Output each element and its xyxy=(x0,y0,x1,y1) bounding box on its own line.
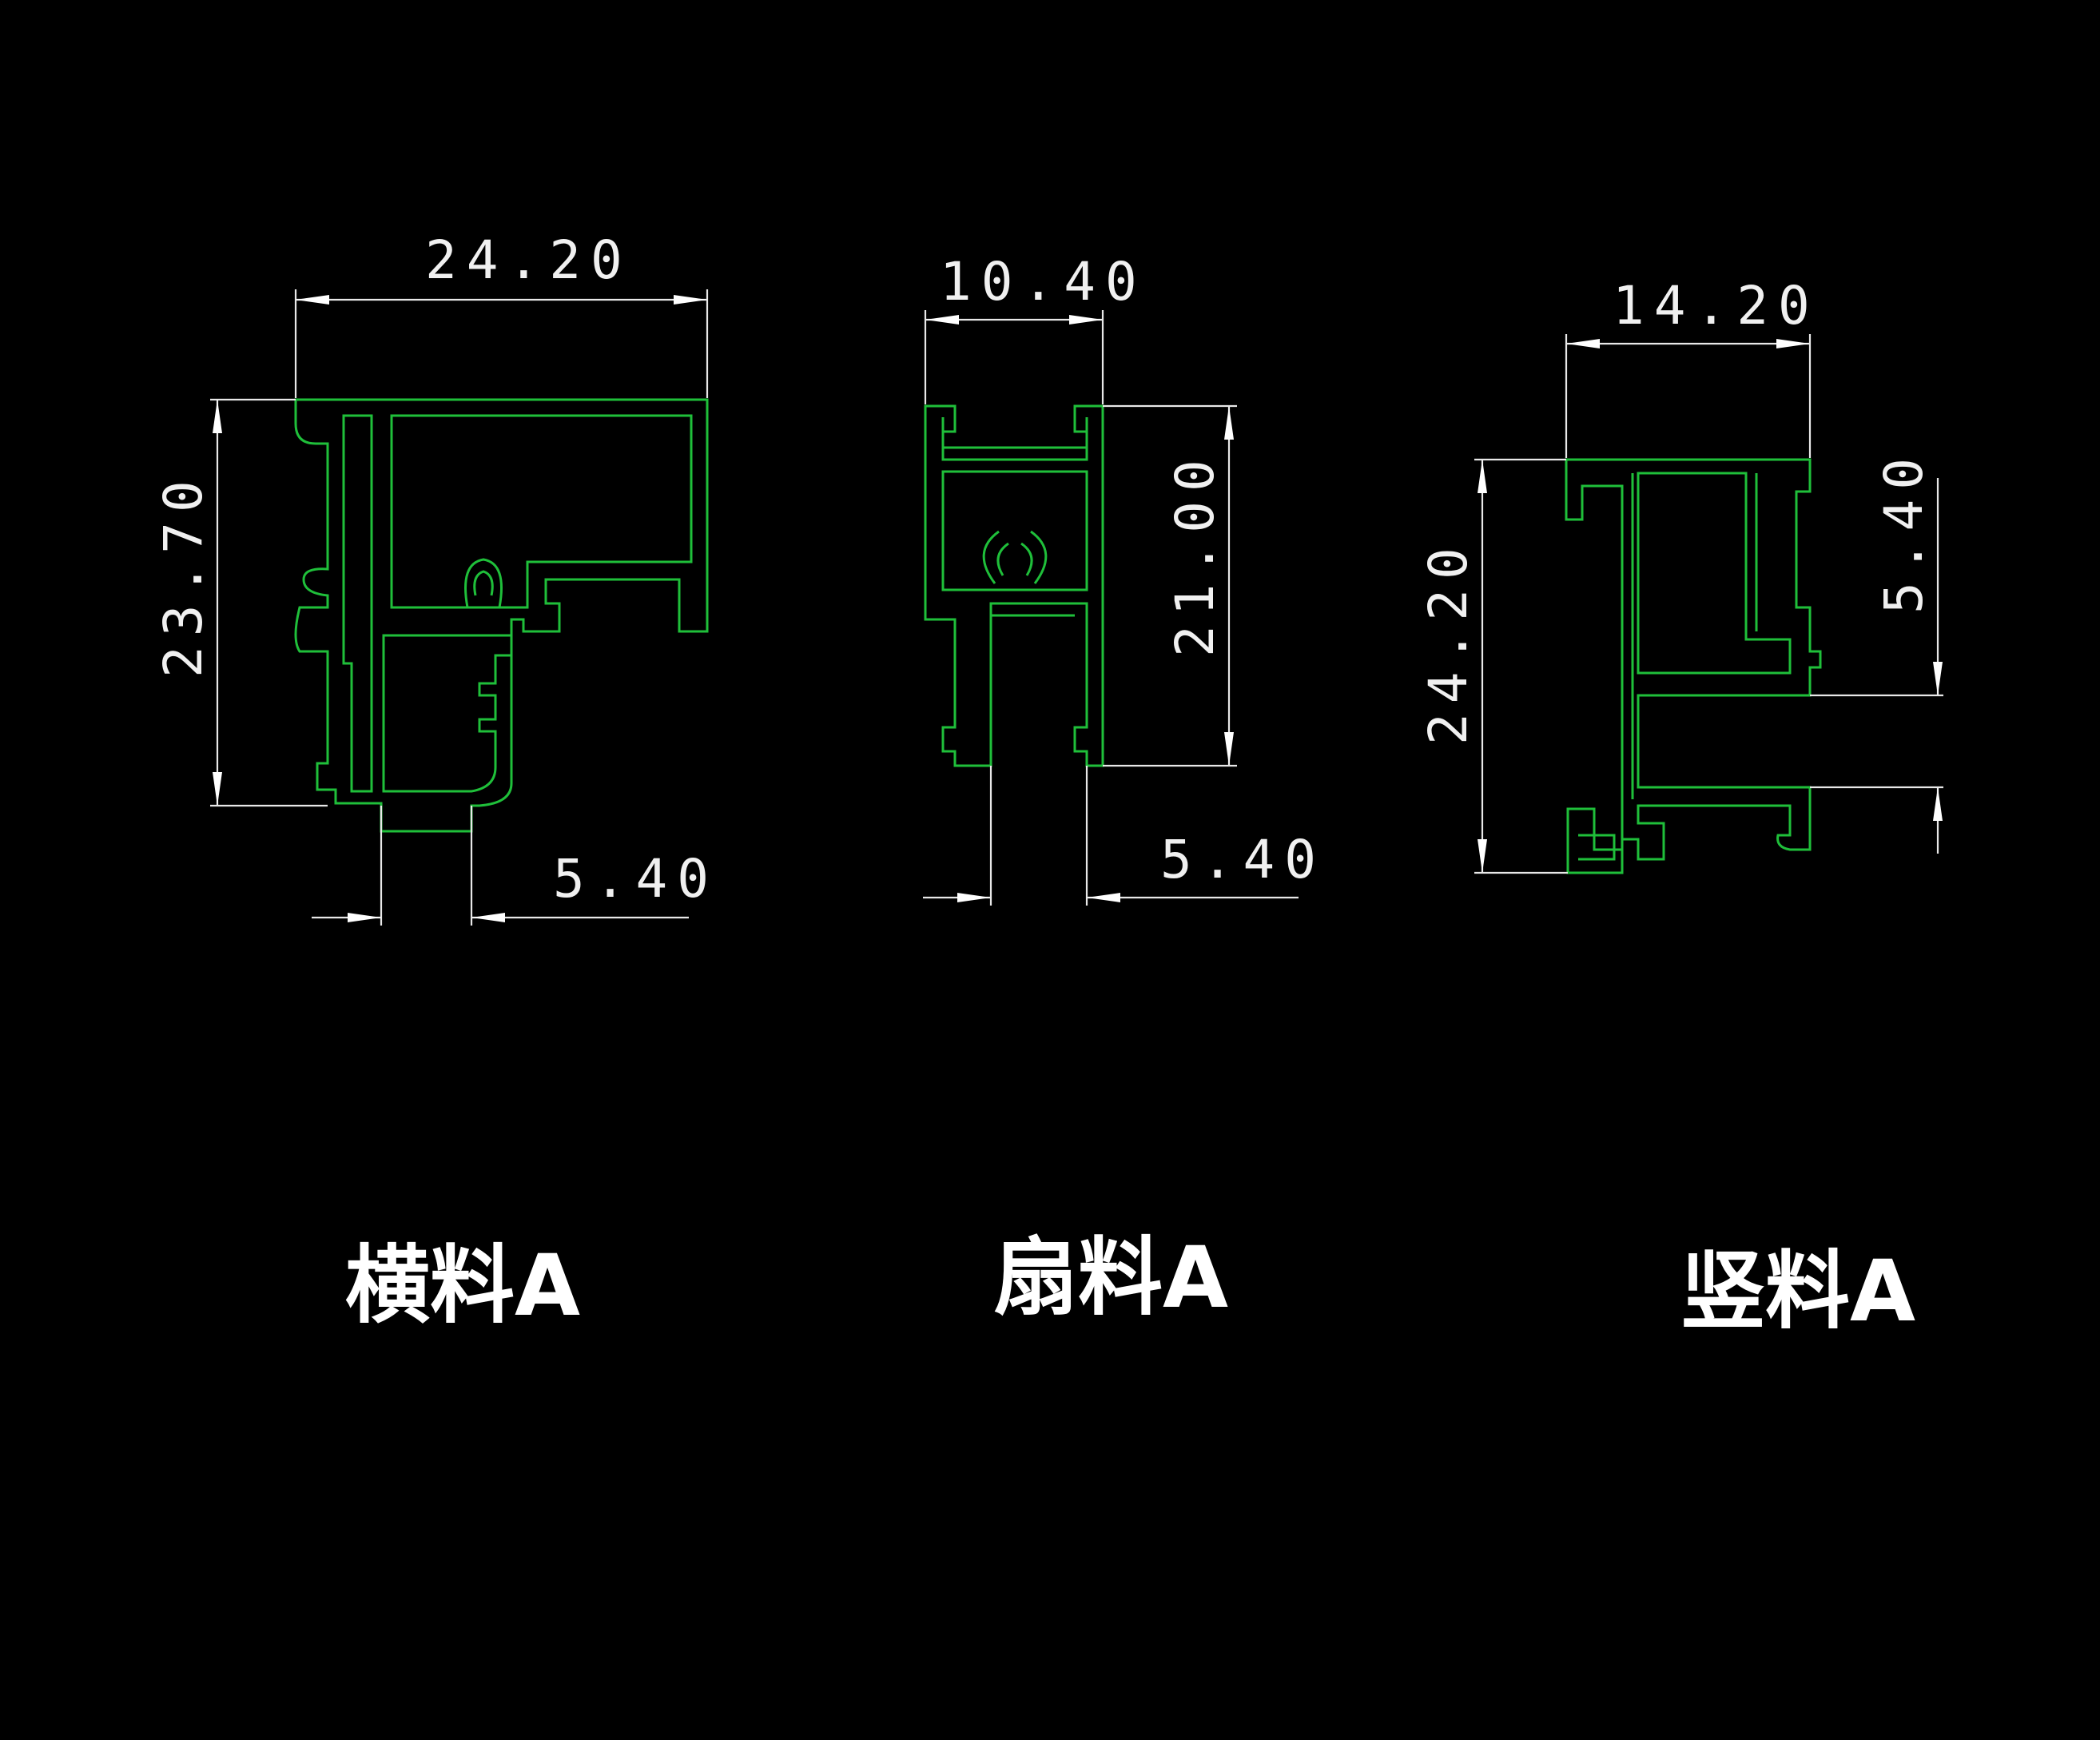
dim-height-label: 21.00 xyxy=(1164,450,1226,657)
dim-width-label: 10.40 xyxy=(940,251,1147,313)
dimensions-profile-1: 24.20 23.70 5.40 xyxy=(153,229,718,926)
caption-sash-a: 扇料A xyxy=(993,1228,1228,1327)
dim-width-label: 14.20 xyxy=(1613,275,1820,336)
profile-inner-web xyxy=(342,414,373,793)
profile-horizontal-a xyxy=(294,398,709,833)
profile-gasket-slot xyxy=(464,558,503,608)
dim-height-label: 24.20 xyxy=(1418,538,1479,745)
profile-chamber xyxy=(390,414,693,609)
dim-offset-label: 5.40 xyxy=(553,848,718,910)
dimensions-profile-2: 10.40 21.00 5.40 xyxy=(923,251,1326,906)
dim-offset-label: 5.40 xyxy=(1873,448,1935,614)
profile-outline xyxy=(294,398,709,833)
dimensions-profile-3: 14.20 24.20 5.40 xyxy=(1418,275,1943,874)
dim-height-label: 23.70 xyxy=(153,471,214,678)
profile-chamber xyxy=(941,470,1088,591)
profile-sash-a xyxy=(924,404,1104,767)
profile-lower-clip xyxy=(1578,834,1616,861)
profile-lower-web xyxy=(382,634,513,793)
profile-gasket-clip xyxy=(982,530,1048,584)
profile-outline xyxy=(1565,458,1822,874)
profile-chamber xyxy=(1637,472,1792,675)
profile-gasket-slot-inner xyxy=(473,570,494,596)
profile-web xyxy=(1631,473,1758,799)
dim-offset-label: 5.40 xyxy=(1160,829,1326,890)
dim-width-label: 24.20 xyxy=(425,229,632,291)
caption-mullion-a: 竖料A xyxy=(1680,1242,1915,1340)
profile-upper-slot xyxy=(941,417,1088,461)
profile-outline xyxy=(924,404,1104,767)
profile-mullion-a xyxy=(1565,458,1822,874)
caption-horizontal-a: 横料A xyxy=(345,1236,580,1335)
